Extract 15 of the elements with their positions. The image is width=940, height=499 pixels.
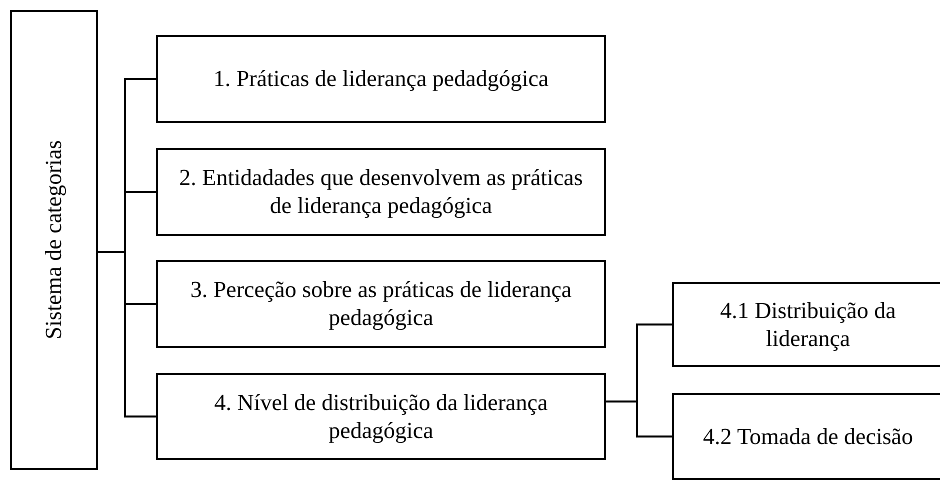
category-box <box>156 35 606 123</box>
category-label: 1. Práticas de liderança pedadgógica <box>213 65 549 93</box>
subcategory-box <box>672 282 940 367</box>
category-box <box>156 260 606 348</box>
category-label: 4. Nível de distribuição da liderança pedagógica <box>213 388 549 444</box>
category-label: 4.1 Distribuição da liderança <box>719 296 897 352</box>
category-system-box <box>10 10 98 470</box>
connector-line <box>98 251 156 418</box>
category-label: Sistema de categorias <box>40 140 68 340</box>
category-label: 2. Entidadades que desenvolvem as práticas de liderança pedagógica <box>178 164 584 220</box>
category-label: 3. Perceção sobre as práticas de liderança pedagógica <box>189 276 573 332</box>
category-box <box>156 373 606 460</box>
subcategory-box <box>672 393 940 480</box>
category-label: 4.2 Tomada de decisão <box>702 422 913 450</box>
category-box <box>156 148 606 236</box>
